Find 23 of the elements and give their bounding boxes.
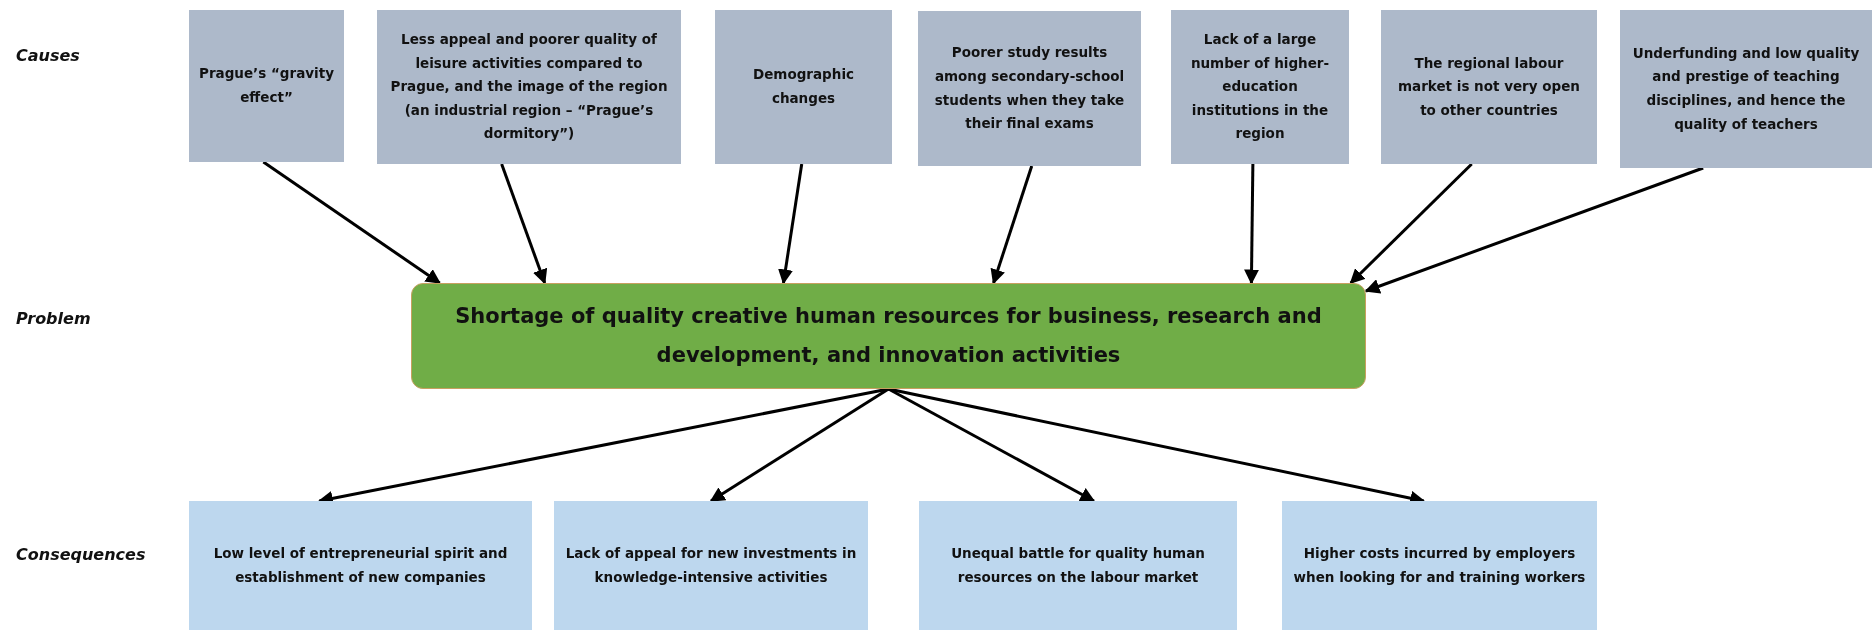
cause-box: Less appeal and poorer quality of leisure activities compared to Prague, and the image of the region (an industrial region – “Prague’s dormitory”) [377, 10, 681, 164]
arrow [778, 163, 804, 285]
arrow [990, 165, 1034, 285]
arrow [709, 387, 890, 503]
row-label: Consequences [16, 545, 146, 564]
arrow [262, 160, 441, 285]
consequence-box: Unequal battle for quality human resources on the labour market [919, 501, 1237, 630]
cause-box: Lack of a large number of higher-education institutions in the region [1171, 10, 1349, 164]
cause-box: Poorer study results among secondary-school students when they take their final exams [918, 11, 1141, 166]
cause-box: Demographic changes [715, 10, 892, 164]
cause-box: Prague’s “gravity effect” [189, 10, 344, 162]
problem-box: Shortage of quality creative human resources for business, research and development, and innovation activities [411, 283, 1366, 389]
arrow [1244, 163, 1260, 285]
arrow [1349, 162, 1473, 285]
arrow [1364, 166, 1704, 294]
cause-box: Underfunding and low quality and prestige of teaching disciplines, and hence the quality of teachers [1620, 10, 1872, 168]
arrow [500, 163, 548, 285]
row-label: Problem [16, 309, 91, 328]
consequence-box: Low level of entrepreneurial spirit and establishment of new companies [189, 501, 532, 630]
cause-box: The regional labour market is not very open to other countries [1381, 10, 1597, 164]
row-label: Causes [16, 46, 80, 65]
consequence-box: Higher costs incurred by employers when looking for and training workers [1282, 501, 1597, 630]
consequence-box: Lack of appeal for new investments in knowledge-intensive activities [554, 501, 868, 630]
